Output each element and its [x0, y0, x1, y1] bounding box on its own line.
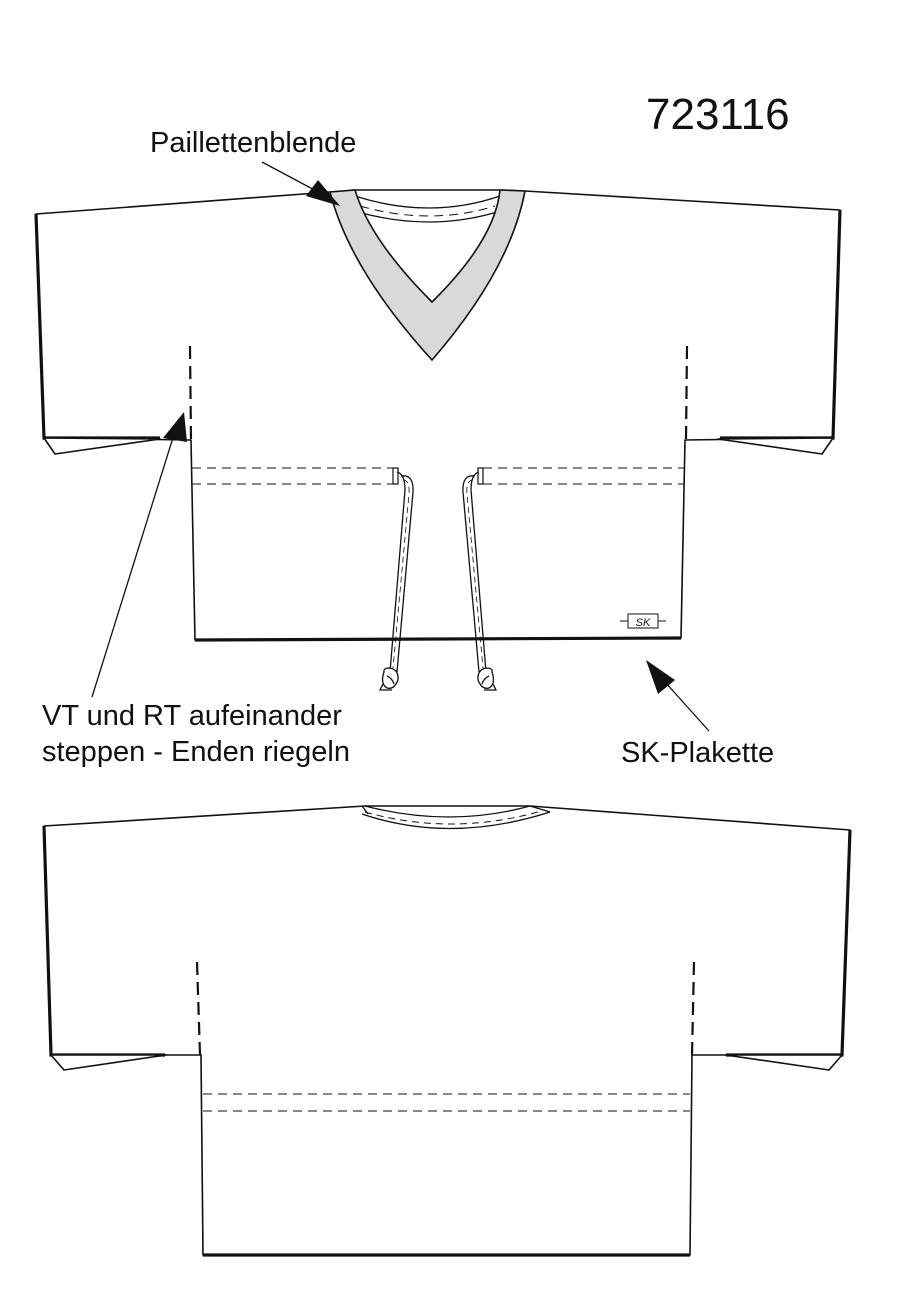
front-hem	[194, 636, 682, 642]
back-neckline	[354, 195, 501, 209]
stitch-leader	[91, 427, 177, 698]
front-left-slit-marker	[188, 345, 193, 441]
front-left-cuff-flap	[43, 437, 161, 455]
label-paillettenblende: Paillettenblende	[150, 127, 357, 159]
back-neck-band-stitch	[364, 811, 539, 825]
back-right-cuff-flap	[725, 1054, 843, 1071]
back-left-slit-marker	[195, 961, 202, 1056]
right-eyelet	[477, 467, 484, 485]
model-number: 723116	[646, 90, 790, 139]
sk-plaque: SK	[620, 613, 666, 629]
back-neckline-inner	[357, 211, 498, 223]
annotation-arrows	[91, 161, 710, 732]
sk-plaque-text: SK	[636, 617, 651, 629]
sk-plakette-leader	[664, 681, 710, 732]
back-neck-band-end-right	[529, 805, 551, 813]
sequin-neck-band	[329, 189, 526, 361]
stitch-arrowhead	[163, 412, 187, 442]
left-eyelet	[392, 467, 399, 485]
back-neck-band	[364, 805, 531, 818]
sk-plakette-arrowhead	[646, 660, 675, 694]
label-stitch-instruction: VT und RT aufeinander steppen - Enden ri…	[42, 698, 350, 770]
paillettenblende-arrowhead	[306, 180, 340, 206]
label-stitch-line1: VT und RT aufeinander	[42, 700, 342, 732]
back-neckline-stitch	[359, 205, 496, 217]
right-drawstring	[462, 471, 498, 691]
label-sk-plakette: SK-Plakette	[621, 737, 775, 769]
front-outline	[35, 189, 841, 641]
front-view: SK	[34, 189, 842, 691]
label-stitch-line2: steppen - Enden riegeln	[42, 736, 350, 768]
front-right-slit-marker	[684, 345, 689, 441]
front-right-cuff-flap	[717, 437, 834, 455]
back-outline	[43, 805, 851, 1256]
back-right-slit-marker	[690, 961, 696, 1056]
back-neck-band-lower	[361, 811, 551, 830]
back-view	[42, 805, 852, 1257]
left-drawstring	[378, 471, 414, 691]
back-left-cuff-flap	[50, 1054, 167, 1071]
back-neck-band-end-left	[361, 805, 369, 815]
